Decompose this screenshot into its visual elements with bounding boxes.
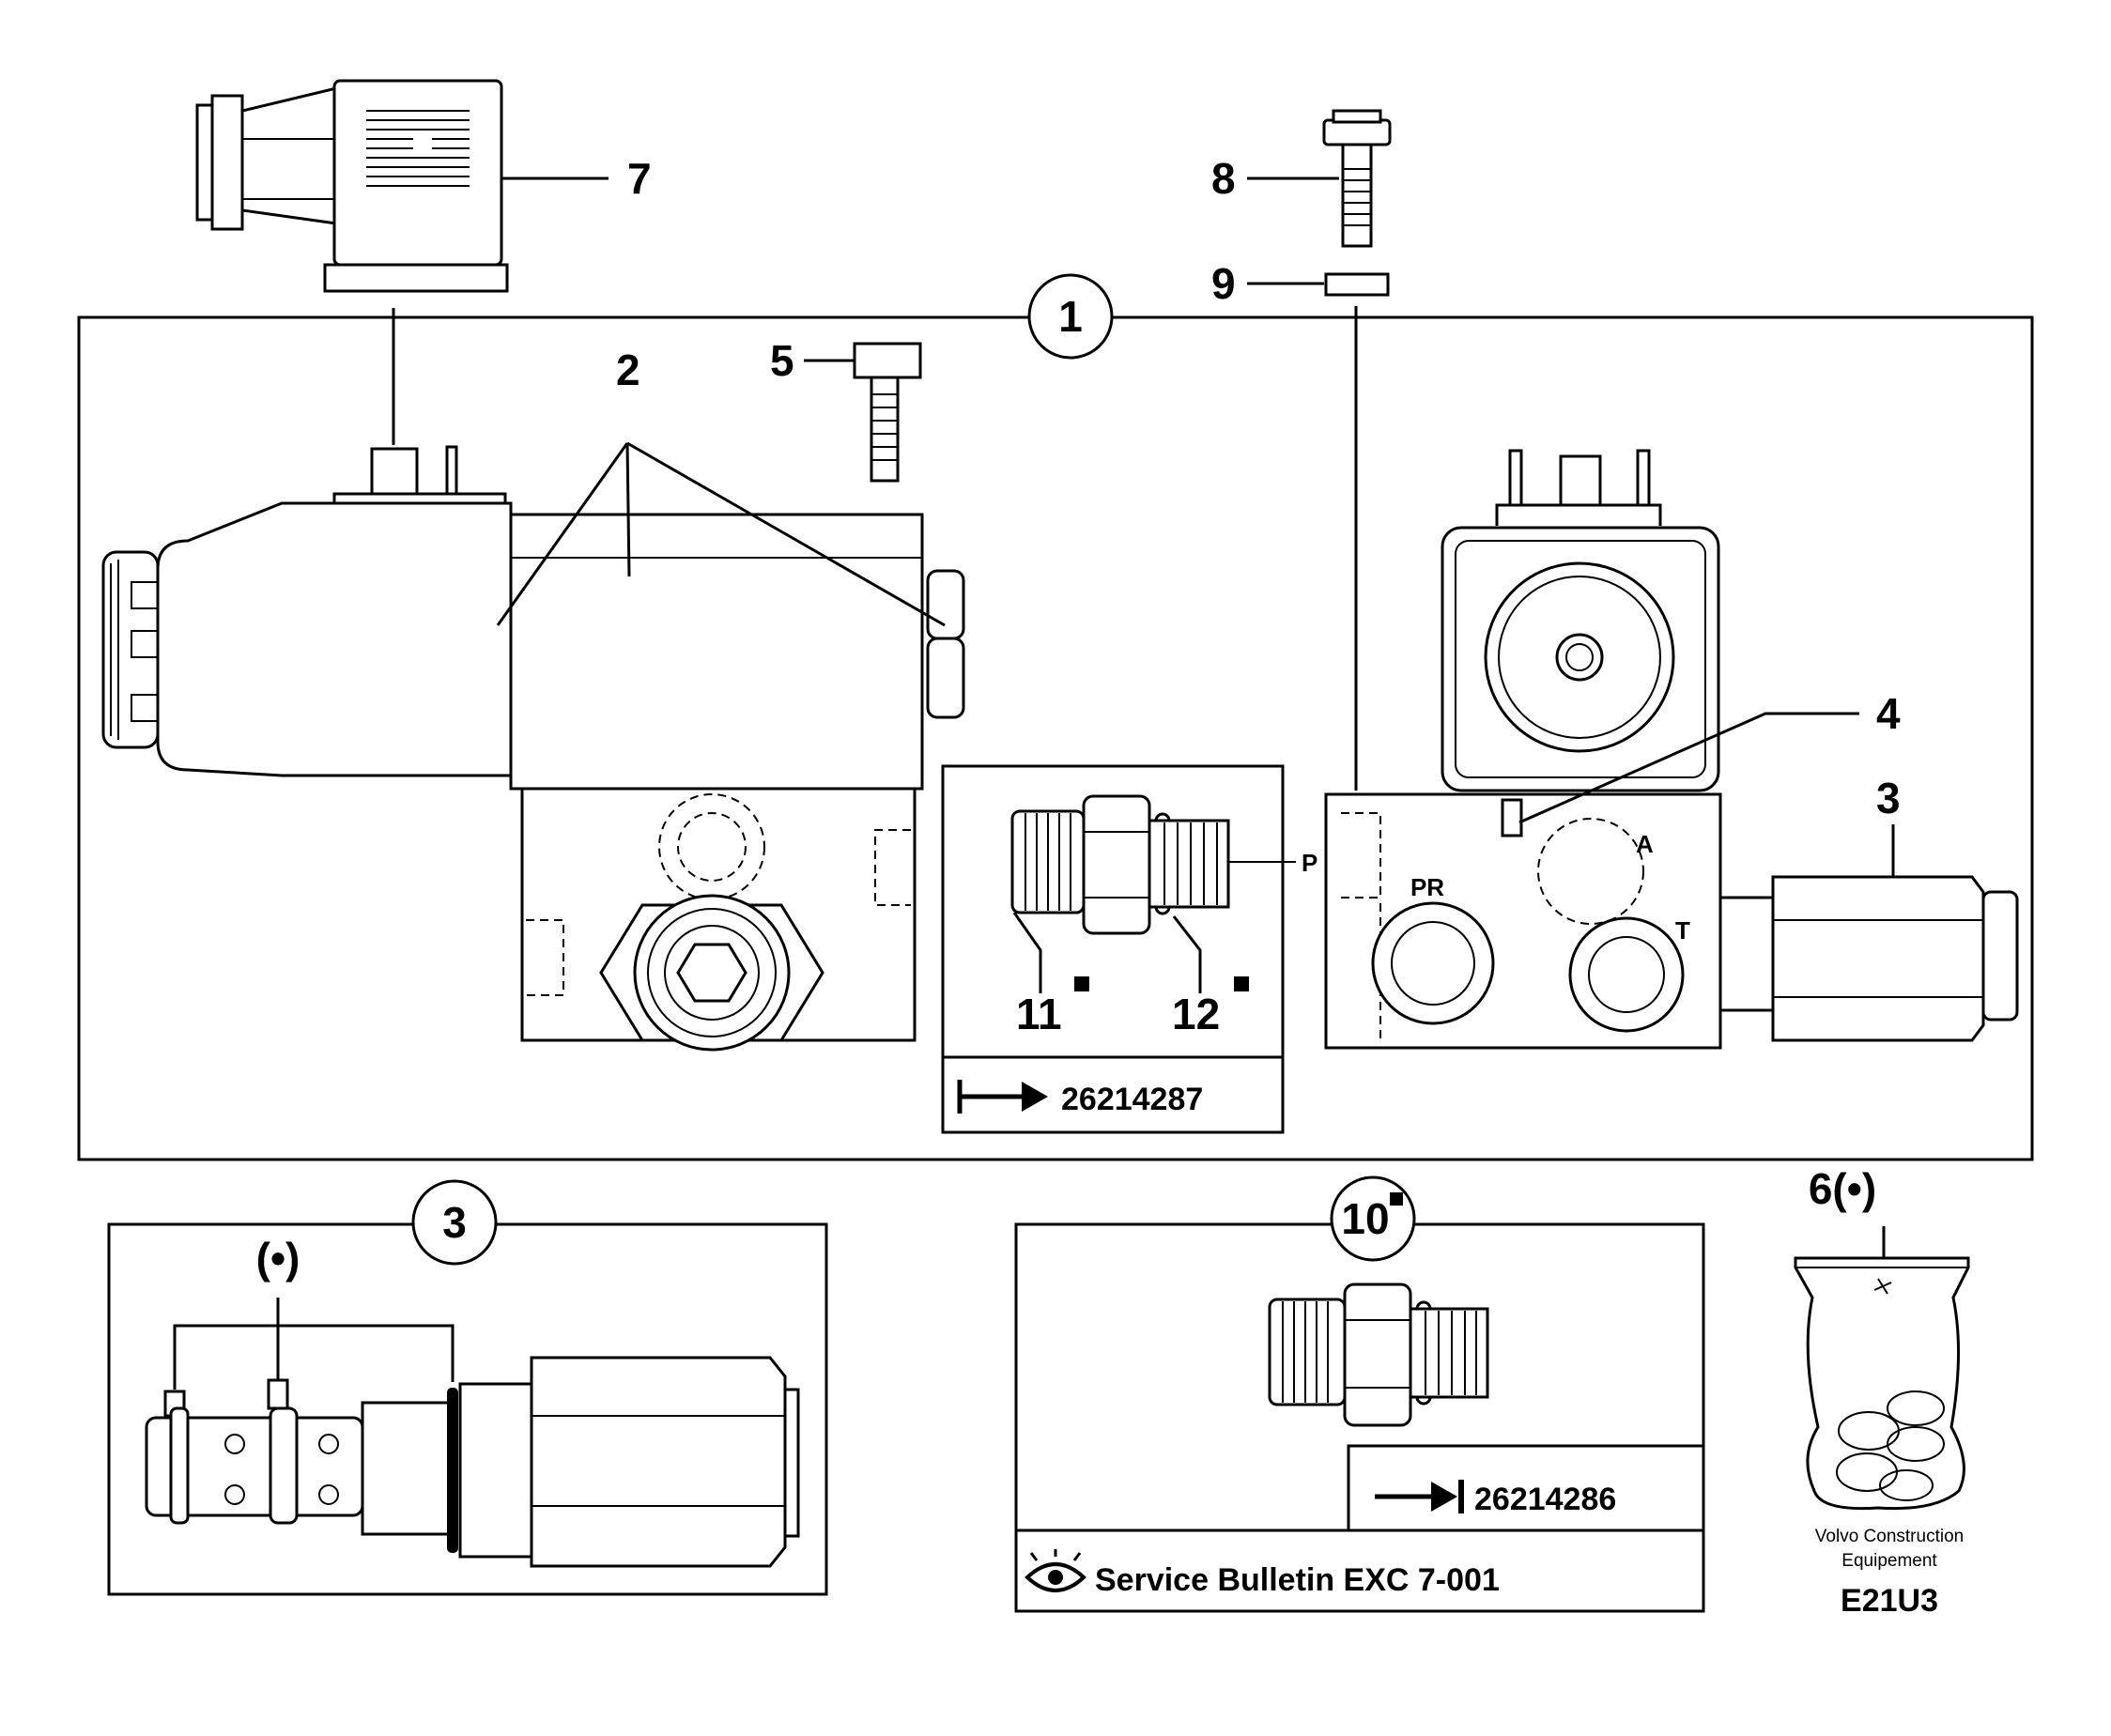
part-8-bolt — [1322, 109, 1392, 248]
replacement-part-number: 26214286 — [1474, 1482, 1616, 1517]
port-label-a: A — [1636, 830, 1654, 858]
callout-6: 6(•) — [1809, 1164, 1876, 1213]
solenoid-valve-left — [101, 445, 965, 1052]
callout-circle-10-label: 10 — [1341, 1194, 1389, 1243]
leader-4 — [1518, 712, 1859, 824]
part-9-washer — [1324, 272, 1390, 297]
cartridge-3-detail — [145, 1298, 800, 1568]
fitting-11-12 — [1010, 794, 1296, 935]
manufacturer-line-2: Equipement — [1841, 1551, 1937, 1571]
note-bullet: (•) — [256, 1234, 300, 1283]
callout-12: 12 — [1172, 990, 1220, 1038]
fitting-inset-box — [941, 764, 1285, 1134]
leader-11 — [1012, 912, 1042, 993]
callout-4: 4 — [1876, 689, 1901, 738]
callout-11: 11 — [1016, 990, 1062, 1038]
callout-3: 3 — [1876, 774, 1901, 822]
arrow-right-icon — [957, 1080, 1048, 1114]
callout-9: 9 — [1211, 259, 1236, 308]
arrow-to-bar-icon — [1375, 1480, 1464, 1513]
leader-2 — [496, 441, 946, 627]
square-marker-icon — [1234, 976, 1249, 991]
port-label-p: P — [1302, 849, 1317, 877]
callout-circle-1-label: 1 — [1058, 292, 1083, 341]
solenoid-valve-right — [1324, 449, 2019, 1050]
part-7-plug-connector — [195, 79, 509, 445]
part-10-fitting — [1268, 1283, 1489, 1427]
part-5-screw — [853, 342, 922, 483]
port-label-t: T — [1675, 916, 1690, 945]
manufacturer-line-1: Volvo Construction — [1815, 1527, 1964, 1546]
callout-circle-1 — [1027, 273, 1114, 360]
part-6-parts-bag — [1794, 1256, 1970, 1511]
eye-icon — [1025, 1549, 1086, 1592]
callout-circle-3-label: 3 — [442, 1198, 467, 1247]
callout-2: 2 — [616, 346, 640, 394]
callout-5: 5 — [770, 336, 794, 385]
callout-7: 7 — [627, 154, 652, 203]
callout-circle-3 — [411, 1179, 498, 1266]
leader-12 — [1172, 915, 1202, 993]
square-marker-icon — [1390, 1192, 1403, 1206]
callout-8: 8 — [1211, 154, 1236, 203]
drawing-code: E21U3 — [1841, 1583, 1938, 1619]
port-label-pr: PR — [1410, 873, 1444, 901]
fitting-part-number: 26214287 — [1061, 1082, 1203, 1117]
service-bulletin: Service Bulletin EXC 7-001 — [1095, 1562, 1500, 1598]
square-marker-icon — [1074, 976, 1089, 991]
